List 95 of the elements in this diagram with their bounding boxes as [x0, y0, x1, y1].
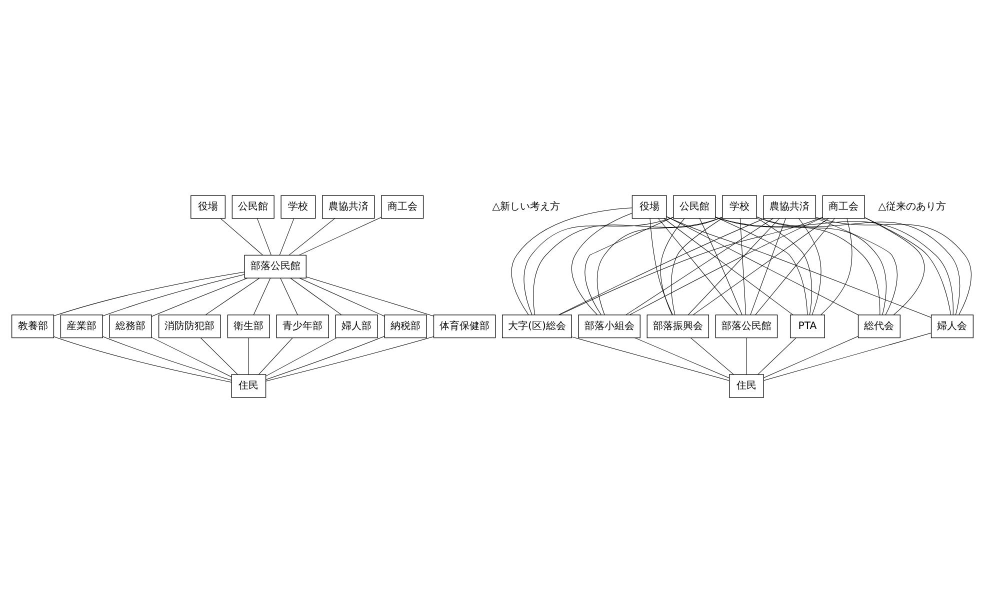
- connector: [666, 216, 858, 316]
- connector: [671, 218, 722, 316]
- node-box: 商工会: [822, 195, 865, 219]
- connector: [750, 218, 786, 316]
- connector: [288, 218, 336, 256]
- connector: [764, 336, 858, 378]
- connector: [200, 338, 238, 375]
- node-box: 総務部: [109, 314, 152, 338]
- node-box: 農協共済: [322, 195, 375, 219]
- node-box: 部落公民館: [715, 314, 778, 338]
- connector: [864, 217, 952, 315]
- node-box: 婦人部: [335, 314, 378, 338]
- connector: [206, 278, 260, 315]
- node-box: 婦人会: [930, 314, 974, 338]
- connector: [102, 336, 232, 380]
- connector: [798, 218, 822, 316]
- connector: [54, 336, 232, 382]
- connector: [816, 218, 898, 316]
- connector: [820, 218, 852, 316]
- connector: [571, 336, 730, 381]
- node-box: PTA: [790, 314, 825, 338]
- node-box: 学校: [280, 195, 316, 219]
- node-box: 住民: [231, 374, 266, 398]
- node-box: 商工会: [381, 195, 424, 219]
- node-box: 部落公民館: [244, 254, 306, 278]
- connector: [756, 216, 960, 315]
- node-box: 住民: [729, 374, 764, 398]
- node-box: 大字(区)総会: [502, 314, 572, 338]
- connector: [756, 218, 812, 315]
- connector: [626, 218, 774, 316]
- connector: [699, 218, 742, 316]
- connector: [102, 274, 245, 316]
- connector: [746, 338, 747, 375]
- node-box: 農協共済: [763, 195, 816, 219]
- connector: [248, 338, 249, 375]
- connector: [533, 216, 722, 316]
- connector: [584, 216, 674, 316]
- node-box: 学校: [722, 195, 757, 219]
- connector: [664, 218, 794, 316]
- node-box: 衛生部: [227, 314, 270, 338]
- connector: [279, 218, 294, 256]
- connector: [715, 216, 880, 316]
- connector: [151, 337, 232, 378]
- connector: [558, 218, 765, 316]
- connector: [666, 216, 932, 318]
- connector: [629, 217, 823, 316]
- label: △新しい考え方: [492, 201, 560, 212]
- node-box: 総代会: [858, 314, 900, 338]
- connector: [280, 278, 298, 316]
- connector: [306, 276, 434, 316]
- node-box: 公民館: [673, 195, 716, 219]
- connector: [299, 278, 385, 317]
- node-box: 部落小組会: [578, 314, 640, 338]
- node-box: 役場: [632, 195, 667, 219]
- connector: [660, 218, 685, 316]
- node-box: 公民館: [232, 195, 274, 219]
- connector: [692, 218, 829, 316]
- node-box: 消防防犯部: [158, 314, 221, 338]
- connector: [715, 217, 954, 316]
- connector: [634, 338, 730, 378]
- connector: [257, 218, 272, 256]
- connector: [756, 216, 886, 316]
- connector: [559, 216, 823, 316]
- connector: [715, 216, 808, 315]
- label: △従来のあり方: [878, 201, 946, 212]
- connector: [688, 218, 780, 316]
- connector: [524, 216, 674, 316]
- connector: [253, 278, 271, 316]
- connector: [758, 338, 796, 375]
- connector: [266, 336, 385, 380]
- connector: [572, 212, 632, 316]
- node-box: 青少年部: [276, 314, 329, 338]
- connector: [290, 278, 342, 315]
- connector: [690, 338, 734, 375]
- connector: [53, 272, 245, 316]
- connector: [298, 217, 382, 256]
- connector: [658, 218, 738, 316]
- node-box: 教養部: [12, 314, 54, 338]
- connector: [511, 208, 632, 315]
- connector: [258, 338, 293, 375]
- connector: [764, 332, 932, 381]
- node-box: 体育保健部: [433, 314, 496, 338]
- connector: [740, 218, 746, 316]
- node-box: 納税部: [384, 314, 427, 338]
- node-box: 役場: [190, 195, 226, 219]
- connector: [755, 218, 835, 316]
- connector: [151, 278, 248, 317]
- connector: [220, 218, 263, 256]
- connector: [816, 216, 972, 315]
- connector: [650, 218, 673, 316]
- connector: [266, 336, 434, 382]
- node-box: 産業部: [60, 314, 103, 338]
- node-box: 部落振興会: [646, 314, 710, 338]
- connector: [266, 338, 337, 376]
- connector: [596, 216, 723, 315]
